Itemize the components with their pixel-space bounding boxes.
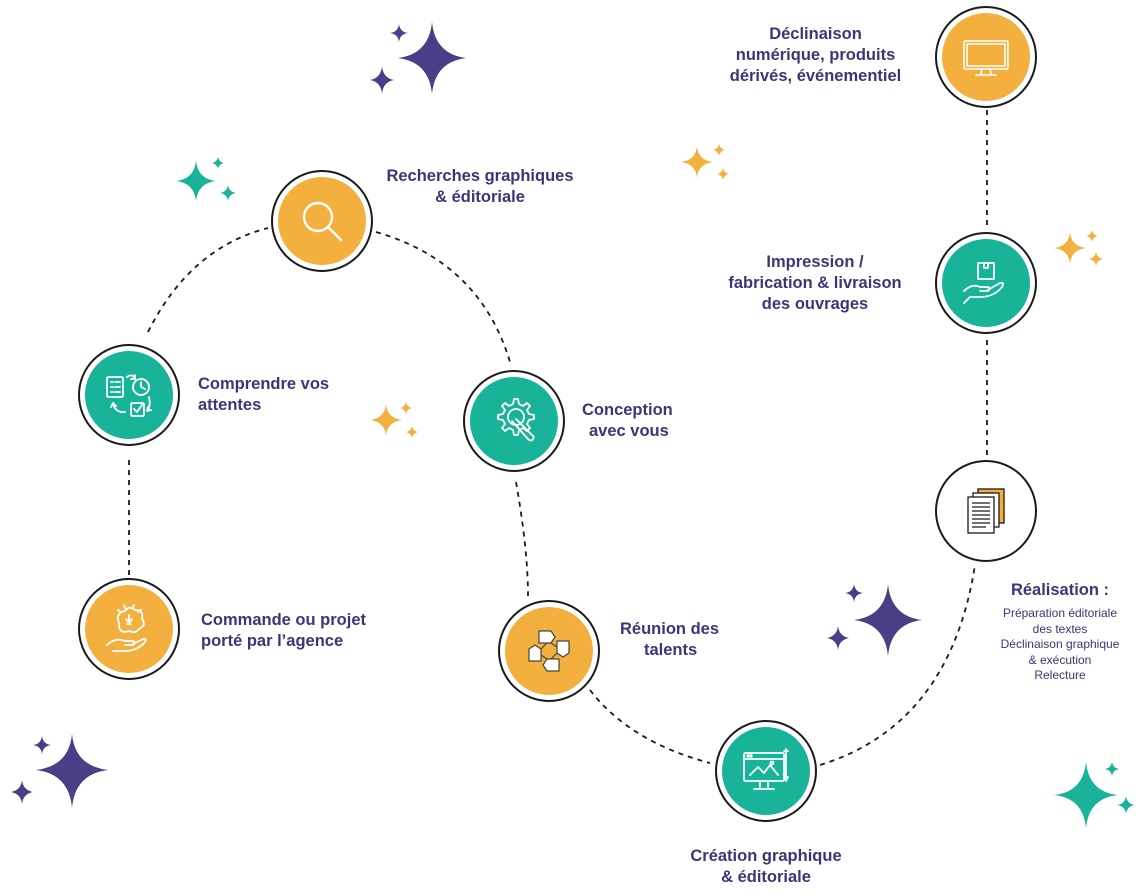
step-realisation-label: Réalisation :: [1010, 581, 1110, 599]
sparkle-icon: [1054, 230, 1103, 266]
magnifier-icon: [302, 201, 343, 242]
step-comprendre-label: Comprendre vos attentes: [198, 375, 330, 414]
step-comprendre-node: [78, 344, 180, 446]
step-impression-node: [935, 232, 1037, 334]
step-declinaison-label: Déclinaison numérique, produits dérivés,…: [729, 25, 902, 85]
checklist-cycle-icon: [106, 374, 152, 417]
step-commande-node: [78, 578, 180, 680]
step-impression-label: Impression / fabrication & livraison des…: [728, 253, 902, 313]
step-recherches-label: Recherches graphiques & éditoriale: [386, 167, 574, 206]
sparkle-icon: [681, 144, 729, 180]
sparkle-icon: [11, 734, 108, 808]
step-realisation-node: [935, 460, 1037, 562]
sparkle-icon: [176, 157, 236, 201]
step-reunion-node: [498, 600, 600, 702]
step-creation-label: Création graphique & éditoriale: [690, 847, 842, 886]
joined-hands-icon: [528, 630, 570, 672]
box-hand-icon: [963, 262, 1005, 304]
documents-stack-icon: [967, 488, 1005, 534]
brain-hand-icon: [106, 604, 147, 652]
sparkle-icon: [827, 584, 922, 656]
sparkle-icon: [370, 402, 418, 438]
step-creation-node: [715, 720, 817, 822]
connector-comprendre-recherches: [147, 227, 269, 333]
sparkle-icon: [370, 22, 466, 94]
sparkle-icon: [1054, 762, 1135, 828]
step-recherches-node: [271, 170, 373, 272]
step-conception-label: Conception avec vous: [582, 401, 673, 440]
step-reunion-label: Réunion des talents: [620, 620, 720, 659]
step-commande-label: Commande ou projet porté par l’agence: [201, 611, 367, 650]
gear-wrench-icon: [497, 398, 535, 442]
step-conception-node: [463, 370, 565, 472]
step-declinaison-node: [935, 6, 1037, 108]
monitor-icon: [963, 40, 1009, 76]
connector-creation-realisation: [819, 564, 976, 766]
design-monitor-icon: [743, 748, 789, 790]
step-realisation-details: Préparation éditoriale des textes Déclin…: [1000, 606, 1120, 682]
connector-conception-reunion: [515, 481, 529, 597]
connector-recherches-conception: [375, 231, 511, 363]
connector-reunion-creation: [589, 689, 711, 764]
